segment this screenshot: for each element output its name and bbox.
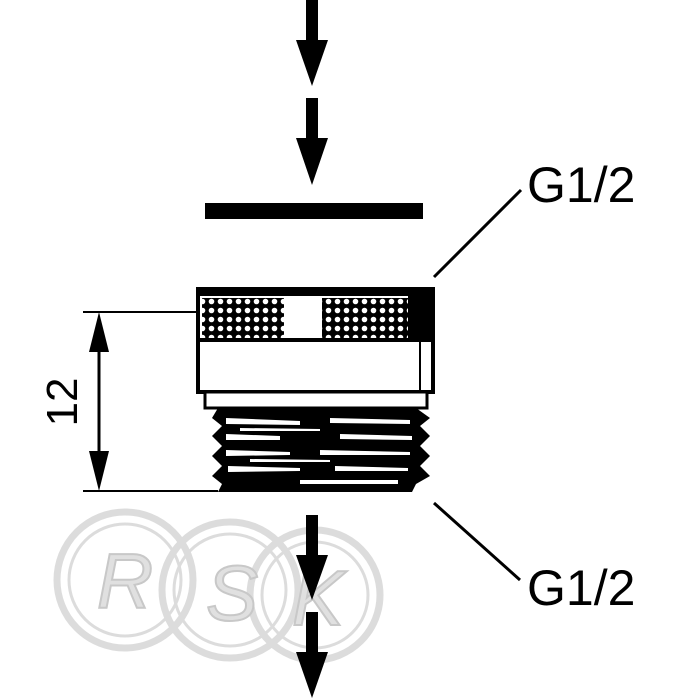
leader-top: [432, 188, 523, 279]
flow-arrow-bottom-1: [296, 515, 328, 600]
dimension-12: [83, 311, 218, 492]
leader-bottom: [432, 501, 522, 582]
thread-section: [203, 390, 430, 492]
watermark-letters: R S K: [96, 536, 348, 643]
flow-arrow-top-2: [296, 98, 328, 185]
thread-label-top: G1/2: [527, 157, 635, 213]
svg-text:R: R: [97, 537, 153, 625]
flow-arrow-top-1: [296, 0, 328, 86]
thread-label-bottom: G1/2: [527, 560, 635, 616]
nut-body: [196, 287, 435, 394]
washer-bar: [205, 203, 423, 219]
dimension-label: 12: [38, 378, 87, 427]
svg-text:S: S: [206, 549, 258, 637]
flow-arrow-bottom-2: [296, 612, 328, 698]
